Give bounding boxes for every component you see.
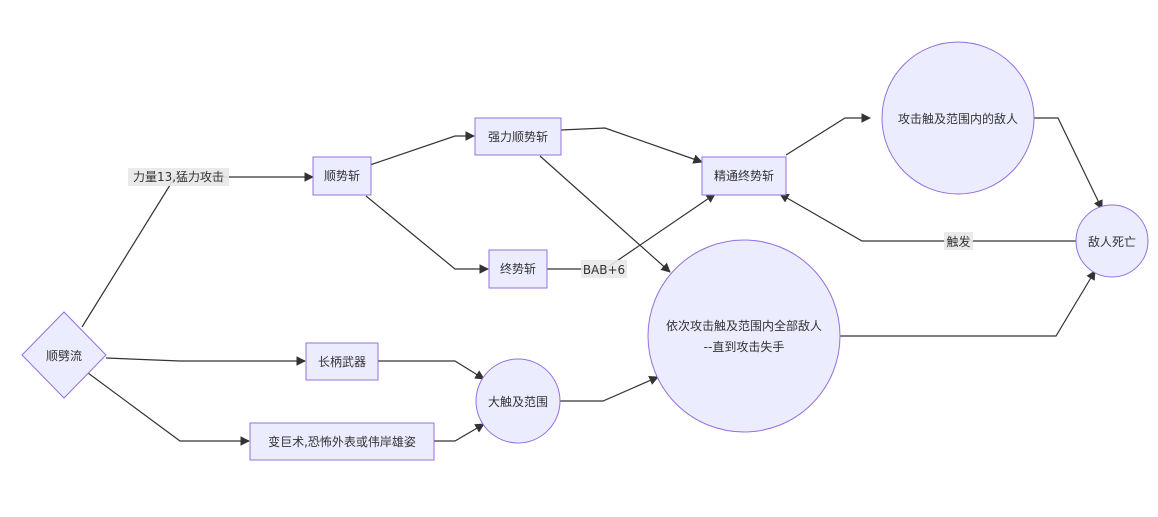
edge-label-trigger: 触发 bbox=[944, 232, 973, 250]
edge-bianju-dachuji bbox=[434, 423, 485, 442]
edge-label-strength-text: 力量13,猛力攻击 bbox=[133, 170, 224, 184]
edge-dachuji-yici bbox=[560, 376, 659, 402]
node-shunpi[interactable]: 顺劈流 bbox=[21, 311, 107, 399]
edge-diren-jingtong bbox=[779, 193, 1076, 242]
edge-changbing-dachuji bbox=[378, 360, 485, 380]
edge-qiangli-jingtong bbox=[560, 127, 703, 164]
node-shunpi-label: 顺劈流 bbox=[46, 348, 82, 363]
node-jingtong[interactable]: 精通终势斩 bbox=[701, 156, 787, 196]
edge-shunpi-bianju bbox=[87, 372, 250, 446]
node-shunshi[interactable]: 顺势斩 bbox=[312, 156, 372, 196]
edge-jingtong-gongji bbox=[785, 113, 871, 156]
node-zhongshi-label: 终势斩 bbox=[500, 261, 536, 276]
node-dachuji[interactable]: 大触及范围 bbox=[475, 358, 561, 444]
node-qiangli-label: 强力顺势斩 bbox=[488, 130, 548, 144]
node-yici[interactable]: 依次攻击触及范围内全部敌人 --直到攻击失手 bbox=[647, 239, 841, 433]
node-bianju[interactable]: 变巨术,恐怖外表或伟岸雄姿 bbox=[249, 422, 435, 461]
node-qiangli[interactable]: 强力顺势斩 bbox=[474, 117, 562, 156]
node-shunshi-label: 顺势斩 bbox=[324, 169, 360, 183]
edge-qiangli-yici bbox=[539, 155, 671, 273]
edge-label-bab-text: BAB+6 bbox=[583, 263, 625, 277]
edge-shunshi-qiangli bbox=[369, 131, 475, 166]
edge-label-trigger-text: 触发 bbox=[946, 234, 970, 249]
node-zhongshi[interactable]: 终势斩 bbox=[488, 249, 548, 289]
edge-yici-diren bbox=[840, 270, 1096, 337]
node-yici-label-line1: 依次攻击触及范围内全部敌人 bbox=[666, 318, 822, 333]
node-bianju-label: 变巨术,恐怖外表或伟岸雄姿 bbox=[268, 434, 416, 449]
node-diren-siwang[interactable]: 敌人死亡 bbox=[1075, 204, 1149, 278]
edge-gongji-diren bbox=[1032, 117, 1103, 210]
node-dachuji-label: 大触及范围 bbox=[488, 395, 548, 409]
edge-label-bab: BAB+6 bbox=[581, 260, 627, 278]
edge-shunpi-changbing bbox=[105, 356, 306, 366]
node-gongji-enemy-label: 攻击触及范围内的敌人 bbox=[898, 111, 1018, 126]
edge-shunshi-zhongshi bbox=[365, 195, 489, 274]
node-jingtong-label: 精通终势斩 bbox=[714, 168, 774, 183]
node-gongji-enemy[interactable]: 攻击触及范围内的敌人 bbox=[881, 41, 1035, 195]
edge-shunpi-shunshi bbox=[81, 172, 314, 328]
node-yici-label-line2: --直到攻击失手 bbox=[704, 339, 785, 354]
edge-label-strength: 力量13,猛力攻击 bbox=[128, 168, 229, 186]
node-changbing-label: 长柄武器 bbox=[318, 355, 366, 369]
node-diren-siwang-label: 敌人死亡 bbox=[1088, 234, 1136, 249]
node-changbing[interactable]: 长柄武器 bbox=[305, 342, 379, 381]
